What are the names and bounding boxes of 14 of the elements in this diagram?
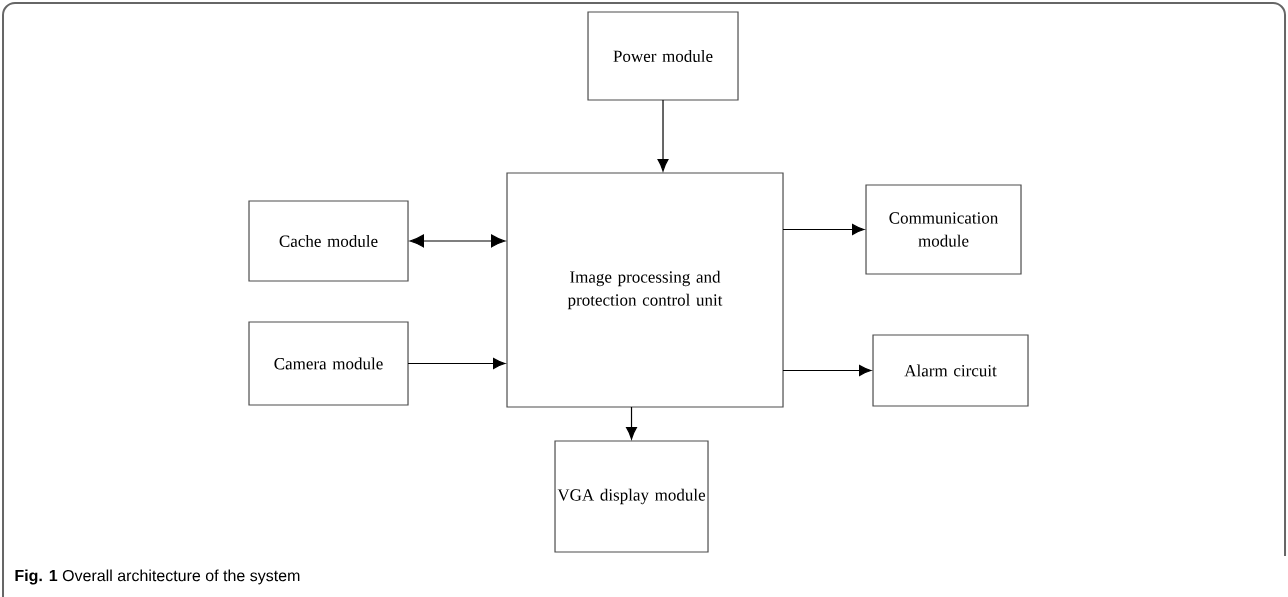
figure-caption: Fig. 1 Overall architecture of the system	[15, 569, 300, 585]
arrow	[493, 358, 506, 369]
arrow	[657, 159, 669, 172]
arrow	[409, 234, 506, 248]
process-box: Power module	[587, 11, 739, 101]
process-box: Camera module	[248, 321, 409, 406]
arrow	[852, 224, 865, 235]
process-box: Communication module	[865, 184, 1022, 275]
process-box: VGA display module	[554, 440, 709, 553]
arrow	[626, 427, 637, 440]
process-box: Cache module	[248, 200, 409, 282]
process-box: Image processing and protection control unit	[506, 172, 784, 408]
process-box: Alarm circuit	[872, 334, 1029, 407]
arrow	[859, 365, 872, 376]
